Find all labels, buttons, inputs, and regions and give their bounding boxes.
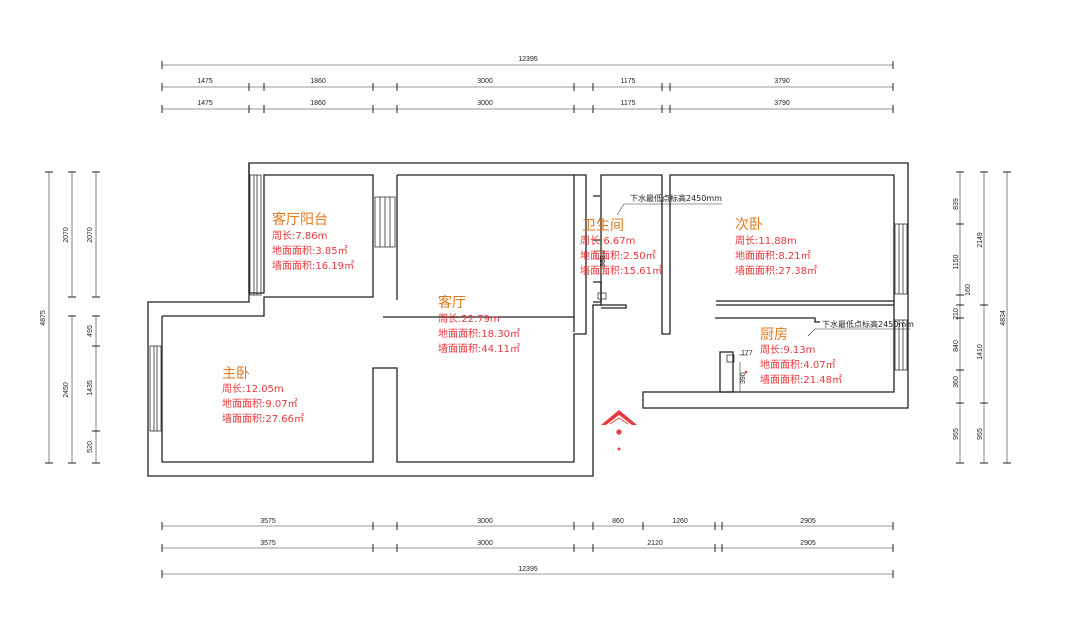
left-dim-3: 2070 bbox=[87, 227, 94, 243]
right-dim-5: 840 bbox=[953, 340, 960, 352]
room-wall-area: 墙面面积:15.61㎡ bbox=[580, 264, 662, 277]
top-total-dim: 12395 bbox=[518, 56, 538, 63]
top-dimensions: 12395 1475 1860 3000 1175 3790 1475 1860… bbox=[161, 56, 894, 113]
room-master-bedroom: 主卧 周长:12.05m 地面面积:9.07㎡ 墙面面积:27.66㎡ bbox=[222, 366, 304, 425]
top-dim-1: 1475 bbox=[197, 78, 213, 85]
bottom-dim-8: 2120 bbox=[647, 540, 663, 547]
room-name: 次卧 bbox=[735, 217, 763, 233]
windows bbox=[149, 174, 908, 432]
top-dim-7: 1860 bbox=[310, 100, 326, 107]
bottom-dim-5: 2905 bbox=[800, 518, 816, 525]
right-dim-9: 1410 bbox=[977, 344, 984, 360]
right-total-dim: 4834 bbox=[1000, 310, 1007, 326]
walls bbox=[147, 162, 909, 477]
top-dim-2: 1860 bbox=[310, 78, 326, 85]
top-dim-8: 3000 bbox=[477, 100, 493, 107]
pipe-note-555: 555 bbox=[600, 255, 607, 267]
fixtures bbox=[595, 250, 748, 392]
room-floor-area: 地面面积:8.21㎡ bbox=[735, 249, 811, 262]
room-perimeter: 周长:12.05m bbox=[222, 383, 284, 395]
entrance-marker-icon bbox=[601, 410, 637, 451]
room-wall-area: 墙面面积:21.48㎡ bbox=[760, 373, 842, 386]
bottom-dim-7: 3000 bbox=[477, 540, 493, 547]
right-dim-8: 2149 bbox=[977, 232, 984, 248]
bottom-dim-3: 860 bbox=[612, 518, 624, 525]
pipe-note-177: 177 bbox=[741, 350, 753, 357]
right-dim-1: 839 bbox=[953, 198, 960, 210]
room-wall-area: 墙面面积:16.19㎡ bbox=[272, 259, 354, 272]
balcony-window-left bbox=[249, 174, 262, 296]
room-balcony: 客厅阳台 周长:7.86m 地面面积:3.85㎡ 墙面面积:16.19㎡ bbox=[272, 211, 354, 272]
room-name: 客厅 bbox=[438, 294, 466, 311]
top-dim-6: 1475 bbox=[197, 100, 213, 107]
top-dim-5: 3790 bbox=[774, 78, 790, 85]
right-dim-2: 1150 bbox=[953, 254, 960, 269]
left-dim-5: 1435 bbox=[87, 380, 94, 396]
bottom-dim-6: 3575 bbox=[260, 540, 276, 547]
room-perimeter: 周长:6.67m bbox=[580, 235, 635, 247]
master-bedroom-window bbox=[149, 345, 162, 432]
left-dimensions: 4875 2070 2450 2070 495 1435 520 bbox=[40, 171, 100, 464]
left-total-dim: 4875 bbox=[40, 310, 47, 326]
top-dim-9: 1175 bbox=[620, 100, 635, 107]
top-dim-3: 3000 bbox=[477, 78, 493, 85]
bottom-total-dim: 12395 bbox=[518, 566, 538, 573]
left-dim-1: 2070 bbox=[63, 227, 70, 243]
top-dim-4: 1175 bbox=[620, 78, 635, 85]
right-dim-10: 955 bbox=[977, 428, 984, 440]
left-dim-4: 495 bbox=[87, 325, 94, 337]
top-dim-10: 3790 bbox=[774, 100, 790, 107]
room-perimeter: 周长:9.13m bbox=[760, 344, 815, 356]
room-perimeter: 周长:11.88m bbox=[735, 235, 797, 247]
second-bedroom-window bbox=[894, 223, 908, 295]
drain-note-kitchen: 下水最低点标高2450mm bbox=[807, 319, 914, 337]
bottom-dim-9: 2905 bbox=[800, 540, 816, 547]
left-dim-2: 2450 bbox=[63, 382, 70, 398]
balcony-window-right bbox=[374, 196, 396, 248]
right-dim-4: 210 bbox=[953, 308, 960, 320]
room-floor-area: 地面面积:18.30㎡ bbox=[438, 327, 520, 340]
room-wall-area: 墙面面积:44.11㎡ bbox=[438, 342, 520, 355]
bottom-dim-2: 3000 bbox=[477, 518, 493, 525]
right-dim-7: 955 bbox=[953, 428, 960, 440]
room-bathroom: 卫生间 周长:6.67m 地面面积:2.50㎡ 墙面面积:15.61㎡ bbox=[580, 218, 662, 277]
room-perimeter: 周长:7.86m bbox=[272, 230, 327, 242]
room-floor-area: 地面面积:2.50㎡ bbox=[580, 249, 656, 262]
room-floor-area: 地面面积:4.07㎡ bbox=[760, 358, 836, 371]
pipe-note-390: 390 bbox=[740, 372, 747, 384]
room-wall-area: 墙面面积:27.66㎡ bbox=[222, 412, 304, 425]
bottom-dim-4: 1260 bbox=[672, 518, 688, 525]
left-dim-6: 520 bbox=[87, 441, 94, 453]
drain-note-kitchen-text: 下水最低点标高2450mm bbox=[822, 319, 914, 329]
room-living: 客厅 周长:22.79m 地面面积:18.30㎡ 墙面面积:44.11㎡ bbox=[438, 294, 520, 355]
drain-note-bathroom: 下水最低点标高2450mm bbox=[616, 193, 722, 216]
room-name: 卫生间 bbox=[582, 218, 624, 234]
bottom-dim-1: 3575 bbox=[260, 518, 276, 525]
right-dim-3: 160 bbox=[965, 284, 972, 296]
room-floor-area: 地面面积:3.85㎡ bbox=[272, 244, 348, 257]
room-name: 厨房 bbox=[760, 327, 788, 343]
bottom-dimensions: 3575 3000 860 1260 2905 3575 3000 2120 2… bbox=[161, 518, 894, 578]
room-floor-area: 地面面积:9.07㎡ bbox=[222, 397, 298, 410]
room-name: 客厅阳台 bbox=[272, 211, 328, 228]
right-dimensions: 839 1150 160 210 840 360 955 2149 1410 9… bbox=[953, 171, 1011, 464]
room-kitchen: 厨房 周长:9.13m 地面面积:4.07㎡ 墙面面积:21.48㎡ bbox=[760, 327, 842, 386]
drain-note-bathroom-text: 下水最低点标高2450mm bbox=[630, 193, 722, 203]
room-name: 主卧 bbox=[222, 366, 250, 382]
kitchen-window bbox=[894, 319, 908, 371]
room-wall-area: 墙面面积:27.38㎡ bbox=[735, 264, 817, 277]
right-dim-6: 360 bbox=[953, 376, 960, 388]
room-perimeter: 周长:22.79m bbox=[438, 313, 500, 325]
room-second-bedroom: 次卧 周长:11.88m 地面面积:8.21㎡ 墙面面积:27.38㎡ bbox=[735, 217, 817, 277]
